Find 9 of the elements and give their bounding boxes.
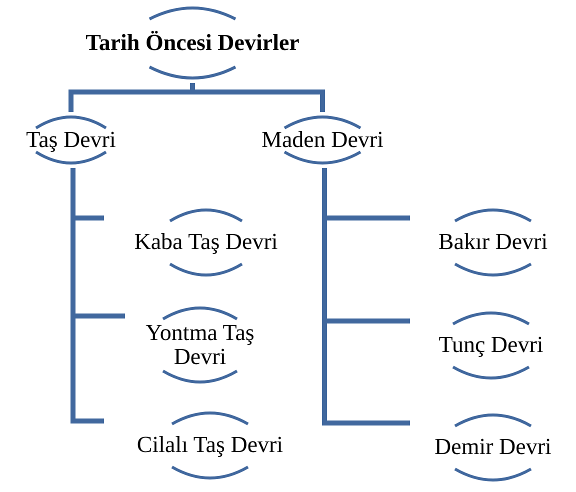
node-label: Maden Devri — [262, 128, 384, 152]
node-label: Tunç Devri — [438, 333, 544, 358]
node-label: Yontma Taş Devri — [144, 320, 256, 370]
node-label: Cilalı Taş Devri — [136, 433, 284, 458]
node-label: Bakır Devri — [438, 230, 548, 255]
node-label: Demir Devri — [434, 435, 552, 460]
node-label: Taş Devri — [26, 128, 116, 152]
node-label: Kaba Taş Devri — [134, 230, 278, 255]
node-label: Tarih Öncesi Devirler — [86, 30, 300, 56]
